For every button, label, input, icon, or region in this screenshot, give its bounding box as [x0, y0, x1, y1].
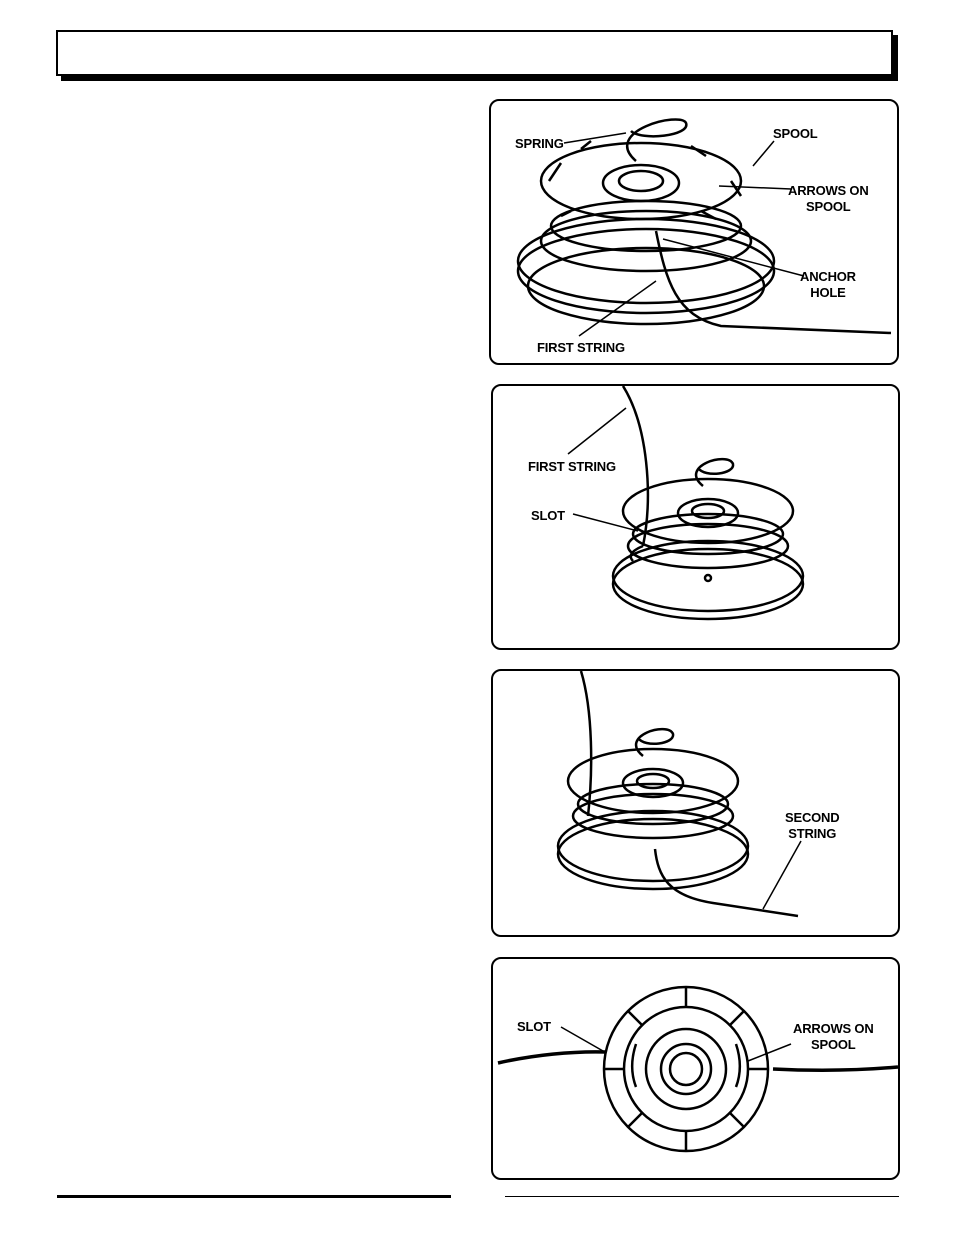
- label-anchor-hole: ANCHOR HOLE: [800, 269, 856, 300]
- figure-first-string-slot: FIRST STRING SLOT: [491, 384, 900, 650]
- footer-rule-right: [505, 1196, 899, 1197]
- footer-rule-left: [57, 1195, 451, 1198]
- spool-illustration-4: [497, 985, 898, 1153]
- label-arrows-on-spool: ARROWS ON SPOOL: [788, 183, 869, 214]
- figure-spool-first-string: SPRING SPOOL ARROWS ON SPOOL ANCHOR HOLE…: [489, 99, 899, 365]
- label-second-string: SECOND STRING: [785, 810, 840, 841]
- label-spring: SPRING: [515, 136, 564, 151]
- label-slot: SLOT: [517, 1019, 551, 1034]
- label-slot: SLOT: [531, 508, 565, 523]
- spool-illustration-1: [516, 118, 892, 337]
- figure-second-string: SECOND STRING: [491, 669, 900, 937]
- label-arrows-on-spool: ARROWS ON SPOOL: [793, 1021, 874, 1052]
- label-first-string: FIRST STRING: [537, 340, 625, 355]
- label-spool: SPOOL: [773, 126, 818, 141]
- spool-illustration-2: [567, 386, 805, 621]
- spool-illustration-3: [556, 671, 802, 918]
- label-first-string: FIRST STRING: [528, 459, 616, 474]
- page-header-box: [56, 30, 893, 76]
- figure-spool-top-view: SLOT ARROWS ON SPOOL: [491, 957, 900, 1180]
